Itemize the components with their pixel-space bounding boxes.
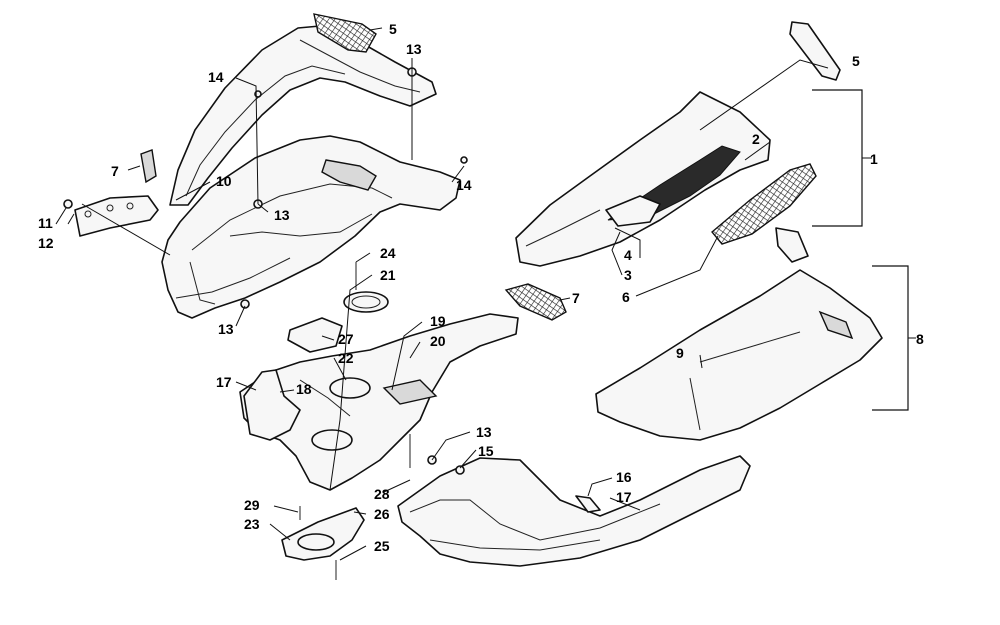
belly-pan-main: [239, 313, 519, 491]
callout-10: 10: [216, 173, 232, 189]
callout-24: 24: [380, 245, 396, 261]
toe-guard-left: [243, 369, 301, 441]
callout-6: 6: [622, 289, 630, 305]
callout-9: 9: [676, 345, 684, 361]
callout-14-left: 14: [208, 69, 224, 85]
callout-29: 29: [244, 497, 260, 513]
side-reflector-strip-top: [789, 21, 841, 81]
leader-lines: [55, 27, 829, 561]
callout-3: 3: [624, 267, 632, 283]
belly-pan-lower: [397, 455, 751, 567]
callout-4: 4: [624, 247, 632, 263]
bracket-assembly-1: [812, 89, 872, 227]
callout-2: 2: [752, 131, 760, 147]
trim-plate-small: [287, 317, 343, 353]
callout-28: 28: [374, 486, 390, 502]
callout-14-right: 14: [456, 177, 472, 193]
side-panel-lower: [595, 227, 883, 441]
callout-13-lower: 13: [476, 424, 492, 440]
callout-17-left: 17: [216, 374, 232, 390]
callout-18: 18: [296, 381, 312, 397]
side-vent-mesh-large: [711, 163, 817, 245]
hood-vent-mesh-top: [313, 13, 377, 53]
bracket-assembly-8: [872, 265, 916, 411]
callout-13-lower-left: 13: [218, 321, 234, 337]
callout-22: 22: [338, 350, 354, 366]
callout-23: 23: [244, 516, 260, 532]
rubber-ring: [343, 291, 389, 313]
callout-11: 11: [38, 215, 53, 231]
callout-12: 12: [38, 235, 54, 251]
callout-15: 15: [478, 443, 494, 459]
callout-19: 19: [430, 313, 446, 329]
callout-26: 26: [374, 506, 390, 522]
callout-17-right: 17: [616, 489, 632, 505]
callout-13-center: 13: [274, 207, 290, 223]
callout-7-right: 7: [572, 290, 580, 306]
callout-16: 16: [616, 469, 632, 485]
side-panel-upper: [515, 91, 771, 267]
windshield-mount-bracket: [74, 195, 159, 237]
side-vent-mesh-small: [504, 283, 567, 321]
callout-7-left: 7: [111, 163, 119, 179]
callout-1: 1: [870, 151, 878, 167]
side-reflector-small: [140, 149, 157, 184]
callout-8: 8: [916, 331, 924, 347]
callout-21: 21: [380, 267, 396, 283]
callout-5-side: 5: [852, 53, 860, 69]
callout-27: 27: [338, 331, 354, 347]
callout-13-top: 13: [406, 41, 422, 57]
callout-labels: 5 13 14 7 10 13 14 11 12 13 5 2 1 4 3 6 …: [38, 21, 924, 554]
lower-cup-shroud: [281, 507, 365, 561]
hood-lower-shell: [161, 135, 461, 319]
callout-5-hood-vent: 5: [389, 21, 397, 37]
callout-25: 25: [374, 538, 390, 554]
callout-20: 20: [430, 333, 446, 349]
hood-upper-panel: [169, 25, 437, 206]
